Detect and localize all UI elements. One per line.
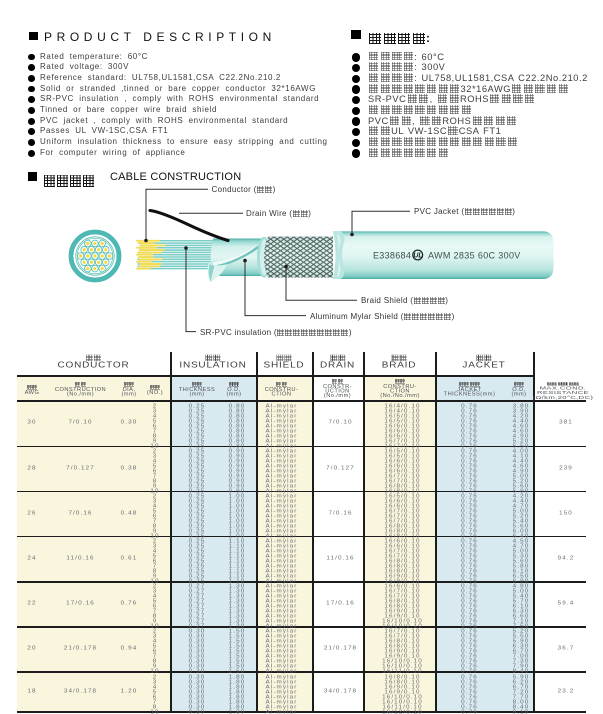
svg-text:UL: UL [413,253,422,260]
svg-text:E338684: E338684 [373,251,411,261]
svg-text:AWM 2835 60C 300V: AWM 2835 60C 300V [428,251,521,261]
